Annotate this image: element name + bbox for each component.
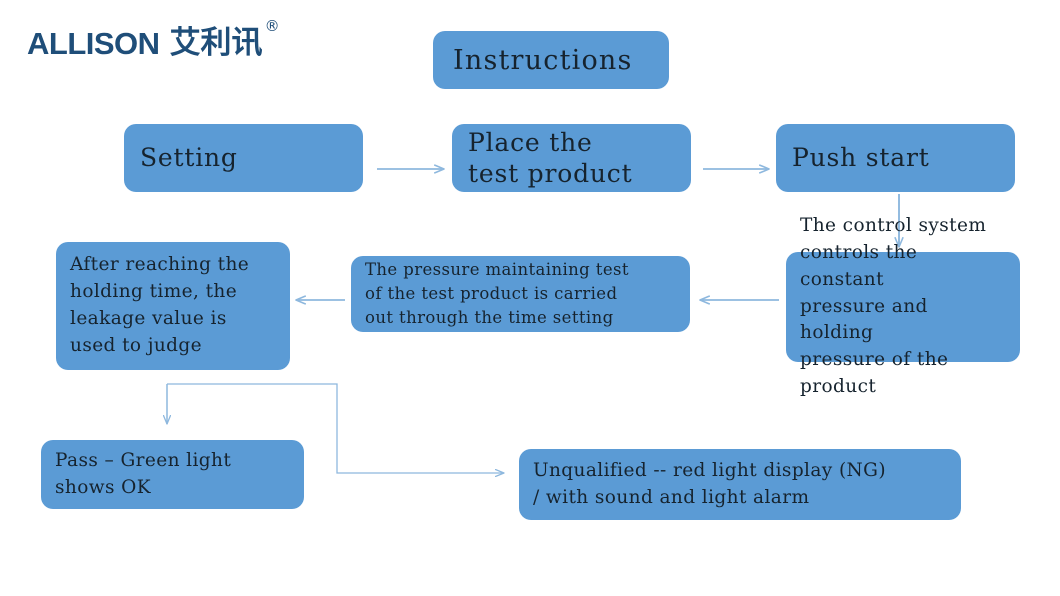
node-push-start[interactable]: Push start xyxy=(776,124,1015,192)
node-pass-result[interactable]: Pass – Green light shows OK xyxy=(41,440,304,509)
node-control-system[interactable]: The control system controls the constant… xyxy=(786,215,1020,397)
company-logo: ALLISON 艾利讯 ® xyxy=(27,19,280,61)
node-unqualified-result-label: Unqualified -- red light display (NG) / … xyxy=(533,459,886,508)
node-push-start-label: Push start xyxy=(792,143,930,173)
node-instructions-label: Instructions xyxy=(453,44,633,76)
node-place-test-product[interactable]: Place the test product xyxy=(452,124,691,192)
logo-wordmark: ALLISON xyxy=(27,26,160,61)
node-setting-label: Setting xyxy=(140,143,238,173)
node-place-test-product-label: Place the test product xyxy=(468,127,633,188)
node-pressure-maintaining-test[interactable]: The pressure maintaining test of the tes… xyxy=(351,256,690,332)
node-pressure-maintaining-test-label: The pressure maintaining test of the tes… xyxy=(365,260,629,327)
node-leakage-judgement-label: After reaching the holding time, the lea… xyxy=(70,254,250,356)
node-unqualified-result[interactable]: Unqualified -- red light display (NG) / … xyxy=(519,449,961,520)
registered-trademark-icon: ® xyxy=(264,17,280,35)
node-control-system-label: The control system controls the constant… xyxy=(800,215,987,398)
node-pass-result-label: Pass – Green light shows OK xyxy=(55,449,232,498)
logo-cjk-text: 艾利讯 xyxy=(169,25,263,61)
node-instructions[interactable]: Instructions xyxy=(433,31,669,89)
node-setting[interactable]: Setting xyxy=(124,124,363,192)
node-leakage-judgement[interactable]: After reaching the holding time, the lea… xyxy=(56,242,290,370)
